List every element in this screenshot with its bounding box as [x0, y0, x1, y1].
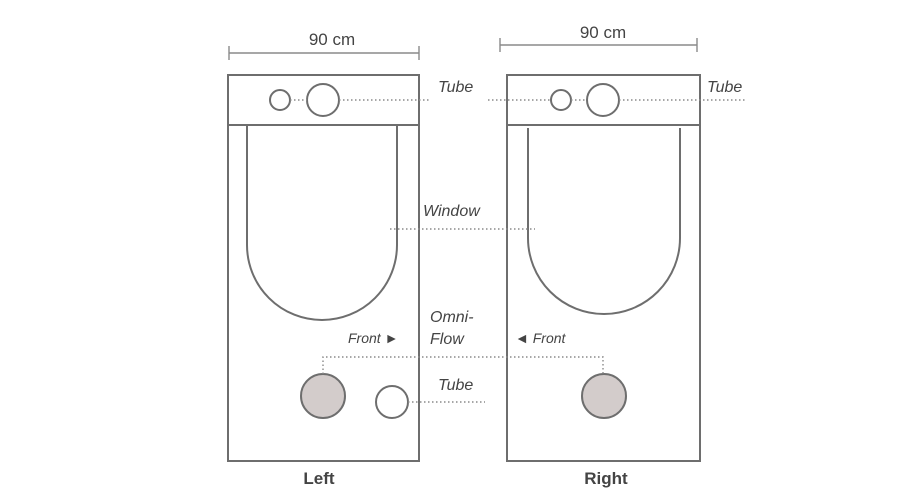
right-omni-flow-port — [581, 373, 627, 419]
left-panel-label: Left — [303, 469, 335, 488]
left-panel-outline — [227, 74, 420, 462]
left-front-label: Front ► — [348, 330, 398, 346]
right-panel-outline — [506, 74, 701, 462]
callout-omni-flow-line2: Flow — [430, 331, 465, 348]
callout-tube-bottom: Tube — [438, 377, 473, 394]
left-width-label: 90 cm — [309, 30, 355, 49]
callout-window: Window — [423, 203, 481, 220]
right-large-tube-port — [586, 83, 620, 117]
callout-tube-top-right: Tube — [707, 79, 742, 96]
callout-omni-flow-line1: Omni- — [430, 309, 474, 326]
left-width-dimension: 90 cm — [228, 30, 420, 60]
right-window — [527, 128, 681, 315]
left-bottom-tube-port — [375, 385, 409, 419]
leader-lines — [290, 99, 745, 403]
callout-tube-top-left: Tube — [438, 79, 473, 96]
right-panel-label: Right — [584, 469, 628, 488]
right-panel: Right ◄ Front — [506, 74, 701, 488]
left-small-tube-port — [269, 89, 291, 111]
left-large-tube-port — [306, 83, 340, 117]
right-front-label: ◄ Front — [515, 330, 567, 346]
right-width-label: 90 cm — [580, 23, 626, 42]
callout-labels: Tube Tube Window Omni- Flow Tube — [423, 79, 742, 394]
left-omni-flow-port — [300, 373, 346, 419]
left-window — [246, 125, 398, 321]
right-width-dimension: 90 cm — [499, 23, 698, 52]
right-small-tube-port — [550, 89, 572, 111]
left-panel: Left Front ► — [227, 74, 420, 488]
leader-omni-flow — [322, 356, 604, 374]
